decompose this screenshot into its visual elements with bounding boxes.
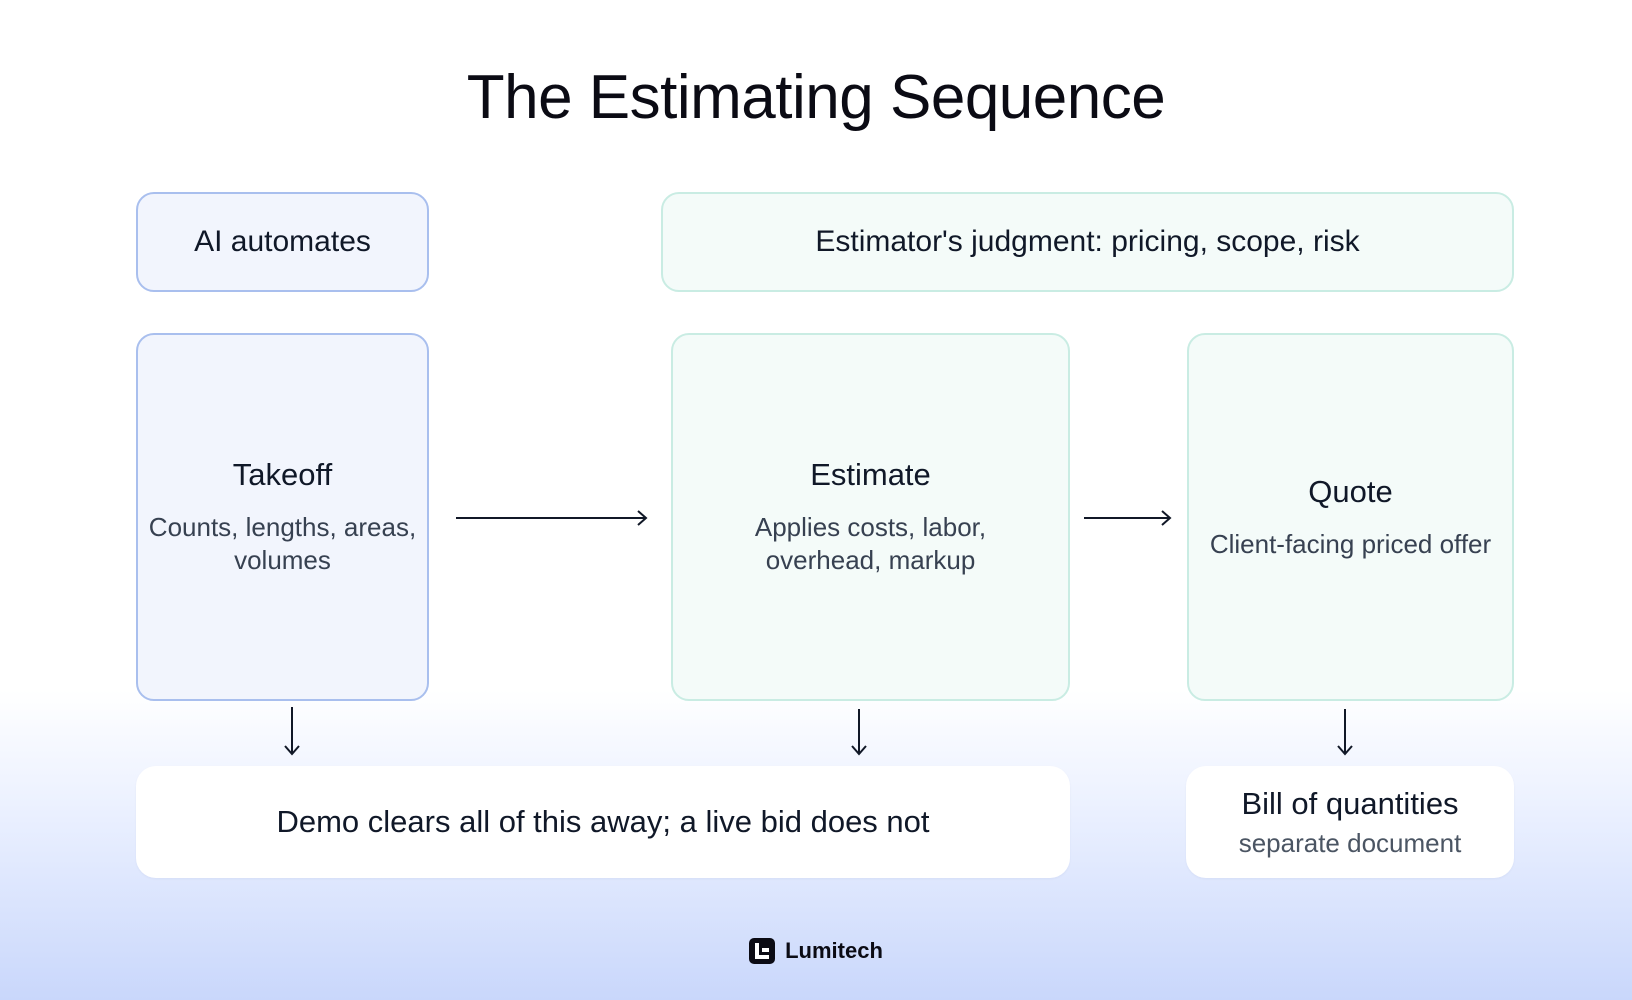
estimate-card: Estimate Applies costs, labor, overhead,…	[671, 333, 1070, 701]
page-title: The Estimating Sequence	[466, 63, 1166, 132]
estimate-title: Estimate	[810, 457, 931, 492]
ai-automates-label: AI automates	[136, 192, 429, 292]
arrow-down-estimate-icon	[851, 709, 867, 756]
brand-footer: Lumitech	[0, 938, 1632, 964]
brand-name: Lumitech	[785, 938, 883, 963]
demo-note: Demo clears all of this away; a live bid…	[136, 766, 1070, 878]
bill-of-quantities-subtitle: separate document	[1238, 827, 1462, 858]
takeoff-description: Counts, lengths, areas, volumes	[148, 512, 417, 575]
quote-title: Quote	[1308, 473, 1393, 509]
bill-of-quantities-title: Bill of quantities	[1241, 785, 1459, 821]
demo-note-text: Demo clears all of this away; a live bid…	[276, 804, 930, 839]
arrow-estimate-to-quote-icon	[1084, 510, 1172, 526]
takeoff-title: Takeoff	[232, 457, 333, 492]
arrow-takeoff-to-estimate-icon	[456, 510, 648, 526]
arrow-down-quote-icon	[1337, 709, 1353, 756]
estimate-description: Applies costs, labor, overhead, markup	[754, 512, 987, 575]
arrow-down-takeoff-icon	[284, 707, 300, 756]
quote-card: Quote Client-facing priced offer	[1187, 333, 1514, 701]
quote-description: Client-facing priced offer	[1209, 528, 1492, 559]
bill-of-quantities-note: Bill of quantities separate document	[1186, 766, 1514, 878]
takeoff-card: Takeoff Counts, lengths, areas, volumes	[136, 333, 429, 701]
lumitech-logo-icon	[749, 938, 776, 964]
estimator-judgment-label: Estimator's judgment: pricing, scope, ri…	[661, 192, 1514, 292]
